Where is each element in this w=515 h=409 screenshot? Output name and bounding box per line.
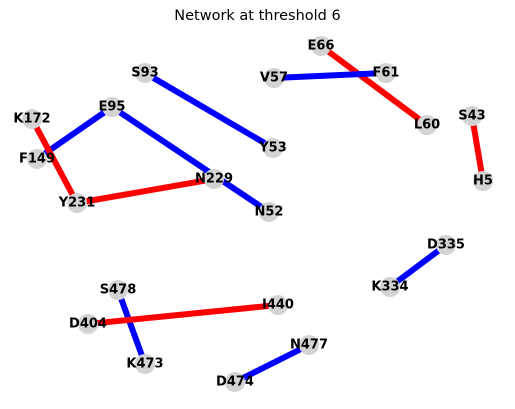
edge-E95-N52 bbox=[110, 104, 271, 215]
edges-layer bbox=[29, 43, 486, 385]
node-label-Y53: Y53 bbox=[258, 141, 287, 156]
node-L60 bbox=[417, 115, 437, 135]
node-S43 bbox=[462, 106, 482, 126]
node-label-K172: K172 bbox=[13, 112, 50, 127]
node-F61 bbox=[376, 63, 396, 83]
node-label-N477: N477 bbox=[290, 338, 328, 353]
node-label-V57: V57 bbox=[260, 71, 288, 86]
node-label-S478: S478 bbox=[100, 283, 137, 298]
node-label-K473: K473 bbox=[126, 357, 163, 372]
node-K473 bbox=[135, 354, 155, 374]
chart-title: Network at threshold 6 bbox=[174, 8, 341, 24]
node-label-S43: S43 bbox=[458, 109, 485, 124]
node-label-E66: E66 bbox=[308, 39, 335, 54]
node-label-E95: E95 bbox=[99, 100, 126, 115]
node-F149 bbox=[27, 149, 47, 169]
node-label-S93: S93 bbox=[131, 66, 158, 81]
node-N52 bbox=[259, 202, 279, 222]
edge-Y231-N229 bbox=[76, 176, 215, 206]
node-I440 bbox=[268, 295, 288, 315]
node-label-D335: D335 bbox=[427, 238, 465, 253]
node-N477 bbox=[299, 335, 319, 355]
node-H5 bbox=[473, 171, 493, 191]
node-S93 bbox=[135, 63, 155, 83]
node-K334 bbox=[380, 277, 400, 297]
edge-D335-K334 bbox=[388, 242, 448, 290]
node-label-K334: K334 bbox=[371, 280, 408, 295]
edge-S93-Y53 bbox=[143, 70, 275, 151]
node-E95 bbox=[102, 97, 122, 117]
node-label-Y231: Y231 bbox=[58, 196, 96, 211]
node-label-D474: D474 bbox=[216, 375, 254, 390]
node-label-N229: N229 bbox=[195, 172, 233, 187]
node-D474 bbox=[225, 372, 245, 392]
edge-K172-Y231 bbox=[29, 117, 80, 205]
edge-V57-F61 bbox=[273, 70, 387, 81]
edge-E66-L60 bbox=[319, 43, 429, 128]
node-E66 bbox=[311, 36, 331, 56]
node-label-I440: I440 bbox=[262, 298, 294, 313]
edge-D404-I440 bbox=[87, 302, 279, 327]
node-label-F61: F61 bbox=[373, 66, 400, 81]
node-S478 bbox=[108, 280, 128, 300]
node-Y231 bbox=[67, 193, 87, 213]
node-D404 bbox=[78, 314, 98, 334]
node-Y53 bbox=[263, 138, 283, 158]
node-label-H5: H5 bbox=[473, 174, 493, 189]
node-K172 bbox=[22, 109, 42, 129]
node-V57 bbox=[264, 68, 284, 88]
edge-N477-D474 bbox=[233, 342, 311, 385]
node-D335 bbox=[436, 235, 456, 255]
node-label-L60: L60 bbox=[414, 118, 440, 133]
node-label-D404: D404 bbox=[69, 317, 107, 332]
node-label-F149: F149 bbox=[19, 152, 55, 167]
edge-S478-K473 bbox=[115, 288, 148, 366]
nodes-layer bbox=[22, 36, 493, 392]
edge-S43-H5 bbox=[469, 115, 486, 182]
node-N229 bbox=[204, 169, 224, 189]
node-label-N52: N52 bbox=[255, 205, 284, 220]
